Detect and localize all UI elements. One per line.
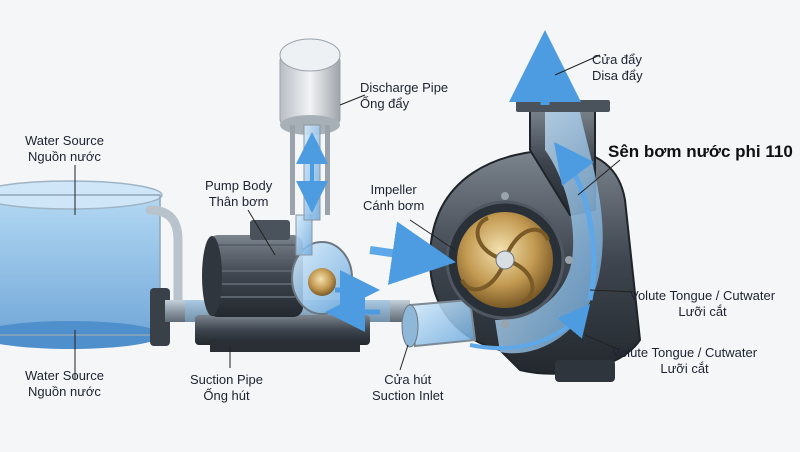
product-title: Sên bơm nước phi 110: [608, 142, 793, 161]
label-discharge-pipe: Discharge Pipe Ống đẩy: [360, 80, 449, 111]
label-water-source-bottom: Water Source Nguồn nước: [25, 368, 104, 399]
pump-head: [291, 214, 353, 315]
label-suction-pipe: Suction Pipe Ống hút: [190, 372, 263, 403]
pressure-tank: [279, 38, 341, 215]
electric-motor: [202, 220, 303, 317]
label-suction-inlet: Cửa hút Suction Inlet: [372, 372, 444, 403]
label-volute-tongue-2: Volute Tongue / Cutwater Lưỡi cắt: [612, 345, 758, 376]
leader-lines: [74, 54, 636, 380]
volute-flow-arrow: [554, 141, 597, 301]
label-volute-tongue-1: Volute Tongue / Cutwater Lưỡi cắt: [630, 288, 776, 319]
impeller-flow-arrow: [369, 221, 456, 285]
label-water-source-top: Water Source Nguồn nước: [25, 133, 104, 164]
label-impeller: Impeller Cánh bơm: [363, 182, 425, 213]
impeller: [437, 192, 573, 328]
water-tank: [0, 180, 163, 349]
label-outlet: Cửa đẩy Disa đẩy: [592, 52, 643, 83]
label-pump-body: Pump Body Thân bơm: [205, 178, 273, 209]
